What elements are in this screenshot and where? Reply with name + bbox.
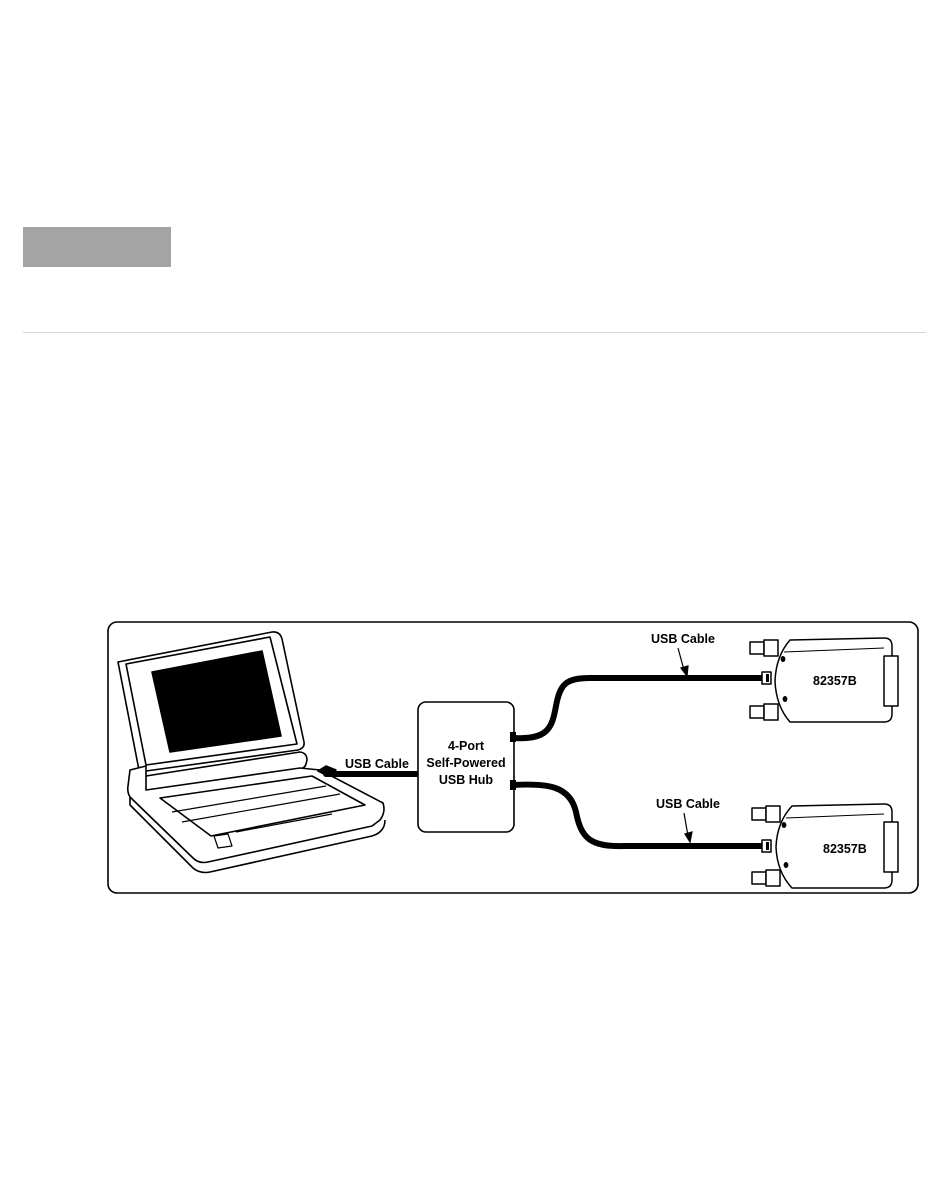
cable-label-laptop: USB Cable [345, 757, 409, 771]
cable-label-top: USB Cable [651, 632, 715, 646]
adapter-label-bottom: 82357B [823, 842, 867, 856]
hub-port-bottom [510, 780, 516, 790]
hub-label-line-1: 4-Port [448, 739, 485, 753]
cable-hub-to-adapter-bottom [513, 784, 768, 846]
hub-port-top [510, 732, 516, 742]
cable-label-bottom: USB Cable [656, 797, 720, 811]
hub-label-line-3: USB Hub [439, 773, 494, 787]
cable-hub-to-adapter-top [513, 678, 768, 738]
adapter-label-top: 82357B [813, 674, 857, 688]
laptop-illustration [118, 632, 385, 873]
hub-label-line-2: Self-Powered [426, 756, 505, 770]
